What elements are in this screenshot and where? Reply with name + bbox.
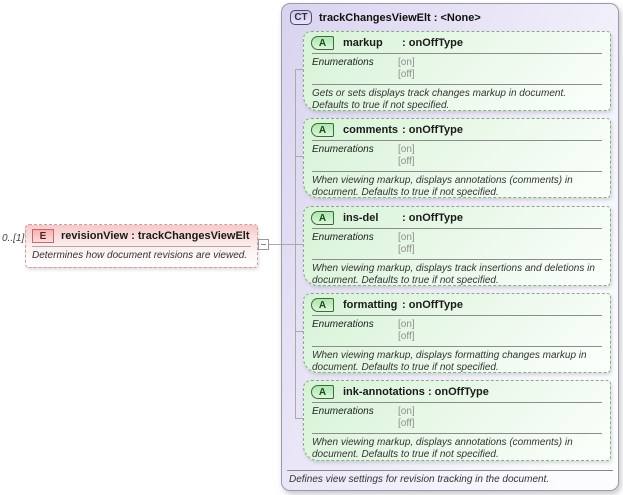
attribute-name: ins-del — [343, 212, 379, 224]
enum-value: [off] — [398, 331, 415, 342]
attribute-badge-icon: A — [311, 385, 334, 399]
minus-icon — [261, 244, 266, 245]
divider — [32, 246, 251, 247]
element-badge-icon: E — [32, 229, 54, 243]
element-title: revisionView : trackChangesViewElt — [61, 230, 250, 242]
connector-stub-line — [295, 69, 304, 70]
attribute-description: Gets or sets displays track changes mark… — [312, 88, 567, 111]
connector-stub-line — [295, 156, 304, 157]
enumeration-values: [on][off] — [398, 319, 415, 343]
enumerations-row: Enumerations [on][off] — [304, 54, 610, 83]
attribute-description: When viewing markup, displays annotation… — [312, 437, 573, 460]
enum-value: [off] — [398, 69, 415, 80]
separator: : — [399, 299, 409, 311]
attribute-type: onOffType — [408, 299, 463, 311]
attribute-badge-icon: A — [311, 36, 334, 50]
separator: : — [399, 37, 409, 49]
enumeration-values: [on][off] — [398, 406, 415, 430]
attribute-name: formatting — [343, 299, 398, 311]
separator: : — [399, 212, 409, 224]
divider — [312, 402, 602, 403]
enum-value: [on] — [398, 144, 415, 155]
enumeration-values: [on][off] — [398, 144, 415, 168]
enumerations-label: Enumerations — [312, 406, 374, 417]
enumerations-label: Enumerations — [312, 319, 374, 330]
complex-type-header: CT trackChangesViewElt : <None> — [290, 10, 481, 25]
divider — [312, 84, 602, 85]
attribute-name: ink-annotations — [343, 386, 425, 398]
enum-value: [on] — [398, 232, 415, 243]
enumerations-row: Enumerations [on][off] — [304, 229, 610, 258]
attribute-description: When viewing markup, displays track inse… — [312, 263, 595, 286]
divider — [312, 140, 602, 141]
connector-line — [269, 244, 304, 245]
enumeration-values: [on][off] — [398, 232, 415, 256]
attribute-type: onOffType — [408, 37, 463, 49]
divider — [312, 171, 602, 172]
enumeration-values: [on][off] — [398, 57, 415, 81]
attribute-name: comments — [343, 124, 399, 136]
enumerations-row: Enumerations [on][off] — [304, 316, 610, 345]
divider — [312, 259, 602, 260]
attribute-badge-icon: A — [311, 211, 334, 225]
connector-trunk-line — [295, 69, 296, 419]
divider — [312, 228, 602, 229]
enumerations-label: Enumerations — [312, 144, 374, 155]
attribute-type: onOffType — [434, 386, 489, 398]
complex-type-title: trackChangesViewElt : <None> — [319, 11, 481, 24]
attribute-description: When viewing markup, displays annotation… — [312, 175, 573, 198]
enum-value: [on] — [398, 57, 415, 68]
divider — [312, 433, 602, 434]
divider — [312, 315, 602, 316]
attribute-badge-icon: A — [311, 298, 334, 312]
collapse-toggle[interactable] — [258, 239, 269, 250]
enumerations-row: Enumerations [on][off] — [304, 403, 610, 432]
separator: : — [399, 124, 409, 136]
multiplicity-label: 0..[1] — [2, 233, 25, 244]
divider — [312, 53, 602, 54]
attribute-name: markup — [343, 37, 383, 49]
complex-type-description: Defines view settings for revision track… — [287, 470, 613, 485]
connector-stub-line — [295, 331, 304, 332]
connector-stub-line — [295, 418, 304, 419]
element-description: Determines how document revisions are vi… — [32, 250, 248, 261]
enumerations-label: Enumerations — [312, 57, 374, 68]
enumerations-label: Enumerations — [312, 232, 374, 243]
complex-type-badge-icon: CT — [290, 10, 312, 25]
attribute-type: onOffType — [408, 124, 463, 136]
enum-value: [off] — [398, 156, 415, 167]
enum-value: [on] — [398, 406, 415, 417]
enum-value: [off] — [398, 244, 415, 255]
enum-value: [on] — [398, 319, 415, 330]
divider — [312, 346, 602, 347]
attribute-description: When viewing markup, displays formatting… — [312, 350, 587, 373]
enum-value: [off] — [398, 418, 415, 429]
separator: : — [424, 386, 435, 398]
attribute-badge-icon: A — [311, 123, 334, 137]
enumerations-row: Enumerations [on][off] — [304, 141, 610, 170]
attribute-type: onOffType — [408, 212, 463, 224]
